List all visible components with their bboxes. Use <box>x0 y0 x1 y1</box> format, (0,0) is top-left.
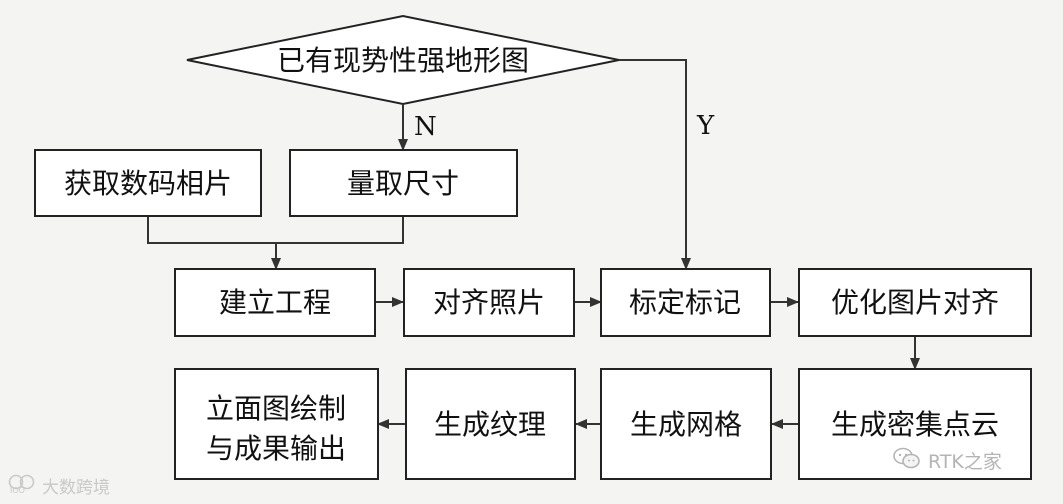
node-label: 优化图片对齐 <box>831 286 999 319</box>
node-box <box>600 268 771 337</box>
node-box <box>403 268 575 337</box>
node-optimize-align: 优化图片对齐 <box>798 268 1032 337</box>
yes-label: Y <box>696 111 715 141</box>
node-box <box>798 268 1032 337</box>
decision-label: 已有现势性强地形图 <box>277 44 529 77</box>
node-build-project: 建立工程 <box>174 268 376 337</box>
node-box <box>34 149 262 217</box>
watermark-left: IOO 大数跨境 <box>8 472 110 499</box>
node-label: 建立工程 <box>219 286 331 319</box>
node-label: 获取数码相片 <box>64 167 232 200</box>
node-texture: 生成纹理 <box>405 368 576 480</box>
node-box <box>174 268 376 337</box>
node-measure: 量取尺寸 <box>289 149 518 217</box>
node-label: 生成网格 <box>630 408 742 441</box>
watermark-left-text: 大数跨境 <box>42 478 110 498</box>
connectors <box>147 59 920 429</box>
watermark-right: RTK之家 <box>892 446 1002 475</box>
node-label: 标定标记 <box>629 286 741 319</box>
node-align-photos: 对齐照片 <box>403 268 575 337</box>
arrow-decision-yes-to-calibrate <box>619 59 691 270</box>
node-elevation-output: 立面图绘制 与成果输出 <box>174 368 379 480</box>
node-get-photos: 获取数码相片 <box>34 149 262 217</box>
node-label: 对齐照片 <box>433 286 545 319</box>
node-box <box>405 368 576 480</box>
node-box <box>289 149 518 217</box>
wechat-icon <box>892 446 922 475</box>
no-label: N <box>414 112 437 142</box>
node-label-line1: 立面图绘制 <box>206 392 346 425</box>
chat-bubble-icon: IOO <box>8 472 38 499</box>
decision-node: 已有现势性强地形图 <box>186 14 620 106</box>
node-label-line2: 与成果输出 <box>206 432 346 465</box>
node-label: 量取尺寸 <box>347 167 459 200</box>
merge-line-photos-measure <box>147 216 404 244</box>
node-box <box>174 368 379 480</box>
node-box <box>600 368 772 480</box>
watermark-right-text: RTK之家 <box>928 451 1002 473</box>
node-label: 生成密集点云 <box>831 408 999 441</box>
node-calibrate-mark: 标定标记 <box>600 268 771 337</box>
node-label: 生成纹理 <box>434 408 546 441</box>
svg-text:IOO: IOO <box>10 486 25 494</box>
node-mesh: 生成网格 <box>600 368 772 480</box>
